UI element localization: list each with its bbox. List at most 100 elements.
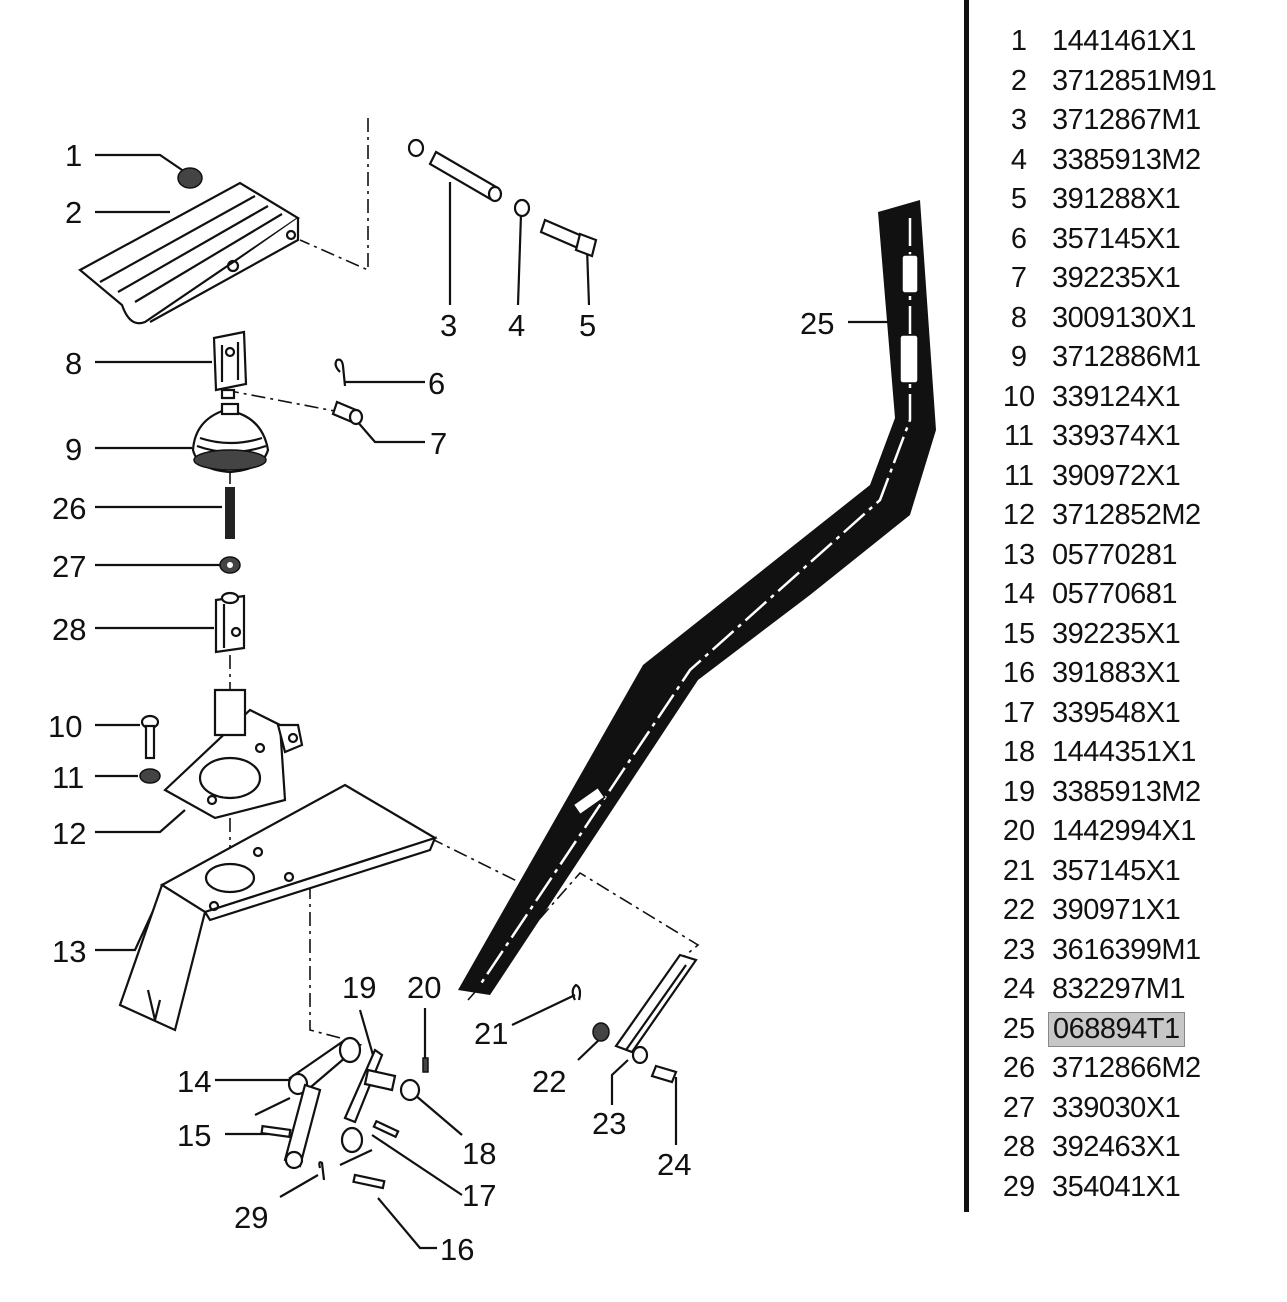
callout-29: 29 <box>234 1200 268 1235</box>
parts-list-row: 22 390971X1 <box>990 891 1280 931</box>
linkage-parts <box>254 1036 429 1190</box>
parts-list-row: 29 354041X1 <box>990 1168 1280 1208</box>
exploded-parts-diagram: 1 2 3 4 5 6 7 8 9 10 11 12 13 14 15 16 1… <box>48 118 936 1267</box>
part-13-frame <box>118 783 438 1032</box>
callout-4: 4 <box>508 308 525 343</box>
callout-12: 12 <box>52 816 86 851</box>
callout-17: 17 <box>462 1178 496 1213</box>
part-number: 832297M1 <box>1052 973 1186 1006</box>
item-number: 8 <box>1010 301 1028 334</box>
parts-list-row: 5 391288X1 <box>990 180 1280 220</box>
part-number: 391288X1 <box>1052 183 1181 216</box>
part-number: 392235X1 <box>1052 262 1181 295</box>
item-number: 13 <box>1002 538 1036 571</box>
parts-3-4-5-pin-washer-bolt <box>407 138 598 258</box>
part-number: 3385913M2 <box>1052 775 1201 808</box>
part-number: 357145X1 <box>1052 854 1181 887</box>
callout-15: 15 <box>177 1118 211 1153</box>
part-8-clevis <box>212 330 248 400</box>
callout-11: 11 <box>52 760 84 795</box>
part-number: 3712866M2 <box>1052 1052 1201 1085</box>
part-1-nut <box>177 167 203 189</box>
callout-6: 6 <box>428 366 445 401</box>
parts-list-row: 8 3009130X1 <box>990 299 1280 339</box>
callout-2: 2 <box>65 195 82 230</box>
callout-1: 1 <box>65 138 82 173</box>
part-number: 3712851M91 <box>1052 64 1217 97</box>
callout-5: 5 <box>579 308 596 343</box>
callout-26: 26 <box>52 491 86 526</box>
part-26-threaded-rod <box>225 487 235 539</box>
part-number: 392463X1 <box>1052 1131 1181 1164</box>
part-number: 390971X1 <box>1052 894 1181 927</box>
item-number: 5 <box>1010 183 1028 216</box>
part-25-lever <box>458 200 936 995</box>
parts-list-row: 17 339548X1 <box>990 694 1280 734</box>
item-number: 6 <box>1010 222 1028 255</box>
callout-14: 14 <box>177 1064 211 1099</box>
callout-22: 22 <box>532 1064 566 1099</box>
part-number: 1444351X1 <box>1052 736 1196 769</box>
item-number: 23 <box>1002 933 1036 966</box>
item-number: 24 <box>1002 973 1036 1006</box>
parts-list-row: 24 832297M1 <box>990 970 1280 1010</box>
parts-list-row: 28 392463X1 <box>990 1128 1280 1168</box>
part-number: 3712886M1 <box>1052 341 1201 374</box>
alignment-lines <box>224 118 700 1041</box>
part-9-boot <box>191 402 270 474</box>
callout-19: 19 <box>342 970 376 1005</box>
callout-25: 25 <box>800 306 834 341</box>
part-number: 391883X1 <box>1052 657 1181 690</box>
item-number: 12 <box>1002 499 1036 532</box>
part-12-bracket <box>163 688 304 820</box>
callout-24: 24 <box>657 1147 691 1182</box>
item-number: 2 <box>1010 64 1028 97</box>
part-number: 3009130X1 <box>1052 301 1196 334</box>
item-number: 4 <box>1010 143 1028 176</box>
item-number: 14 <box>1002 578 1036 611</box>
part-number: 390972X1 <box>1052 459 1181 492</box>
callout-13: 13 <box>52 934 86 969</box>
callout-23: 23 <box>592 1106 626 1141</box>
part-number: 354041X1 <box>1052 1170 1181 1203</box>
callout-21: 21 <box>474 1016 508 1051</box>
callout-9: 9 <box>65 432 82 467</box>
item-number: 18 <box>1002 736 1036 769</box>
callout-18: 18 <box>462 1136 496 1171</box>
callout-8: 8 <box>65 346 82 381</box>
callout-3: 3 <box>440 308 457 343</box>
callout-20: 20 <box>407 970 441 1005</box>
item-number: 25 <box>1002 1012 1036 1045</box>
part-28-clevis <box>214 591 246 654</box>
part-number: 339374X1 <box>1052 420 1181 453</box>
item-number: 10 <box>1002 380 1036 413</box>
part-number: 339548X1 <box>1052 696 1181 729</box>
part-number-highlighted: 068894T1 <box>1048 1011 1185 1047</box>
parts-list-row: 18 1444351X1 <box>990 733 1280 773</box>
item-number: 3 <box>1010 104 1028 137</box>
part-27-nut <box>219 556 241 574</box>
parts-list-row: 3 3712867M1 <box>990 101 1280 141</box>
item-number: 22 <box>1002 894 1036 927</box>
parts-list-row: 2 3712851M91 <box>990 62 1280 102</box>
part-number: 357145X1 <box>1052 222 1181 255</box>
part-number: 3712867M1 <box>1052 104 1201 137</box>
item-number: 17 <box>1002 696 1036 729</box>
parts-list-row: 16 391883X1 <box>990 654 1280 694</box>
item-number: 16 <box>1002 657 1036 690</box>
item-number: 28 <box>1002 1131 1036 1164</box>
part-number: 3385913M2 <box>1052 143 1201 176</box>
part-number: 392235X1 <box>1052 617 1181 650</box>
item-number: 29 <box>1002 1170 1036 1203</box>
divider <box>964 0 969 1212</box>
